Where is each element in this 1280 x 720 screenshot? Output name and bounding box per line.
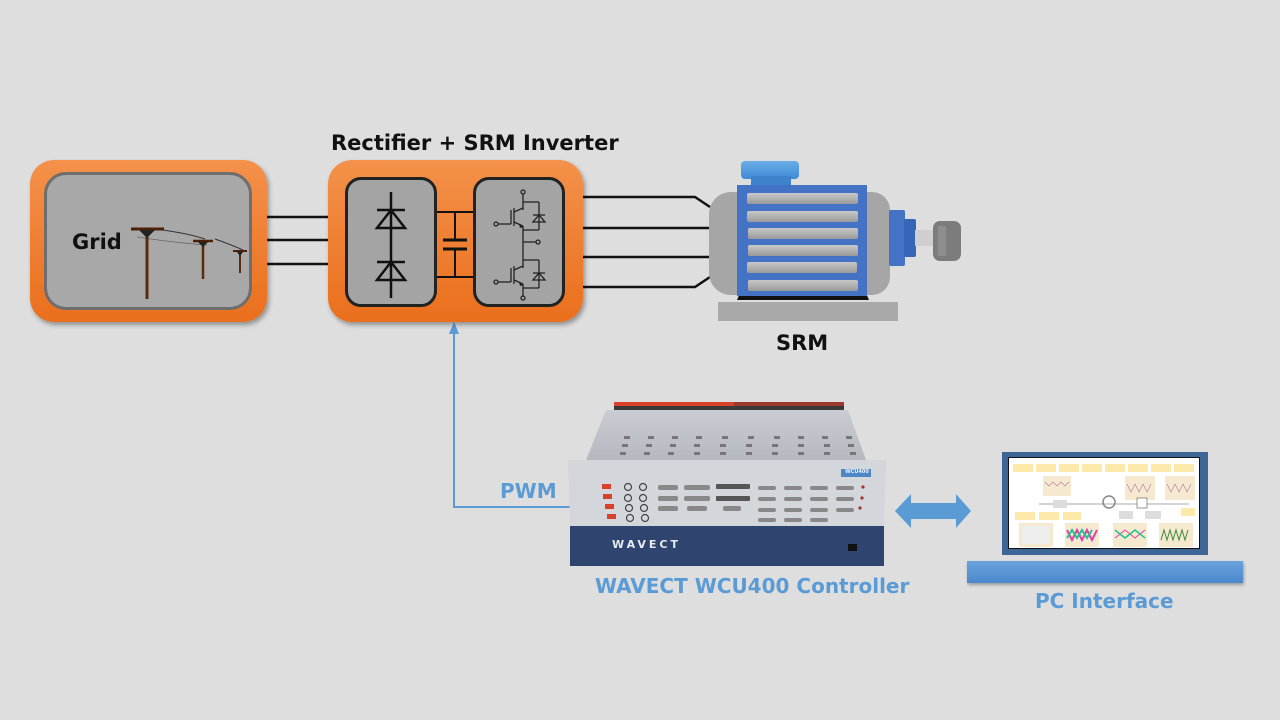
pc-base-bar — [967, 561, 1243, 583]
controller-model-badge: WCU400 — [845, 469, 869, 475]
pc-screen — [1008, 457, 1200, 549]
grid-block: Grid — [30, 160, 267, 322]
monitor-icon — [1002, 452, 1208, 555]
power-pole-icon — [131, 227, 247, 299]
diode-icon — [374, 192, 408, 298]
controller-hardware-icon: WAVECT WCU400 — [566, 398, 888, 568]
converter-block — [328, 160, 583, 322]
converter-title: Rectifier + SRM Inverter — [331, 131, 619, 155]
controller-label: WAVECT WCU400 Controller — [595, 574, 910, 598]
controller-brand: WAVECT — [612, 538, 682, 551]
rectifier-panel — [345, 177, 437, 307]
inverter-panel — [473, 177, 565, 307]
pc-label: PC Interface — [1035, 589, 1174, 613]
grid-panel: Grid — [44, 172, 252, 310]
motor-label: SRM — [776, 331, 829, 355]
grid-label: Grid — [72, 230, 122, 254]
pwm-label: PWM — [500, 479, 557, 503]
capacitor-icon — [437, 211, 473, 278]
igbt-icon — [493, 189, 547, 301]
